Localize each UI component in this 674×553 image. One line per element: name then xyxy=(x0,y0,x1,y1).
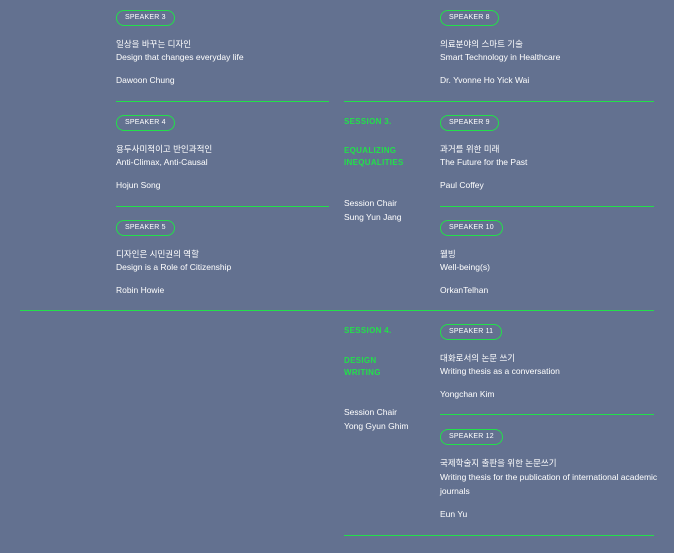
speaker-badge: SPEAKER 9 xyxy=(440,115,499,131)
speaker-name: Paul Coffey xyxy=(440,180,484,190)
speaker-name: Dawoon Chung xyxy=(116,75,175,85)
section-divider xyxy=(20,310,654,311)
session-title-line1: EQUALIZING xyxy=(344,146,397,155)
talk-title-korean: 디자인은 시민권의 역할 xyxy=(116,249,199,259)
divider xyxy=(440,414,654,415)
section-divider xyxy=(344,535,654,536)
session-number: SESSION 4. xyxy=(344,326,392,335)
talk-title-english: Anti-Climax, Anti-Causal xyxy=(116,157,208,167)
speaker-badge: SPEAKER 4 xyxy=(116,115,175,131)
session-title-line2: INEQUALITIES xyxy=(344,158,404,167)
session-number: SESSION 3. xyxy=(344,117,392,126)
divider xyxy=(116,101,329,102)
talk-title-english: Design that changes everyday life xyxy=(116,52,244,62)
speaker-name: OrkanTelhan xyxy=(440,285,489,295)
speaker-badge: SPEAKER 5 xyxy=(116,220,175,236)
talk-title-english: Smart Technology in Healthcare xyxy=(440,52,561,62)
session-chair-name: Sung Yun Jang xyxy=(344,212,402,222)
talk-title-korean: 일상을 바꾸는 디자인 xyxy=(116,39,192,49)
talk-title-korean: 과거를 위한 미래 xyxy=(440,144,500,154)
speaker-badge: SPEAKER 10 xyxy=(440,220,503,236)
talk-title-english: The Future for the Past xyxy=(440,157,528,167)
talk-title-korean: 의료분야의 스마트 기술 xyxy=(440,39,523,49)
speaker-badge: SPEAKER 12 xyxy=(440,429,503,445)
section-divider xyxy=(344,101,654,102)
session-title-line2: WRITING xyxy=(344,368,381,377)
speaker-badge: SPEAKER 11 xyxy=(440,324,503,340)
session-title-line1: DESIGN xyxy=(344,356,377,365)
speaker-name: Eun Yu xyxy=(440,509,468,519)
talk-title-english: Well-being(s) xyxy=(440,262,490,272)
divider xyxy=(440,206,654,207)
talk-title-korean: 국제학술지 출판을 위한 논문쓰기 xyxy=(440,458,557,468)
speaker-name: Yongchan Kim xyxy=(440,389,495,399)
talk-title-english: Writing thesis as a conversation xyxy=(440,366,560,376)
divider xyxy=(116,206,329,207)
speaker-name: Dr. Yvonne Ho Yick Wai xyxy=(440,75,530,85)
talk-title-english: Writing thesis for the publication of in… xyxy=(440,472,658,496)
session-chair-name: Yong Gyun Ghim xyxy=(344,421,409,431)
speaker-name: Hojun Song xyxy=(116,180,161,190)
talk-title-english: Design is a Role of Citizenship xyxy=(116,262,232,272)
talk-title-korean: 웰빙 xyxy=(440,249,456,259)
talk-title-korean: 대화로서의 논문 쓰기 xyxy=(440,353,516,363)
session-chair-label: Session Chair xyxy=(344,407,397,417)
speaker-badge: SPEAKER 3 xyxy=(116,10,175,26)
talk-title-korean: 용두사미적이고 반인과적인 xyxy=(116,144,213,154)
speaker-badge: SPEAKER 8 xyxy=(440,10,499,26)
session-chair-label: Session Chair xyxy=(344,198,397,208)
speaker-name: Robin Howie xyxy=(116,285,165,295)
